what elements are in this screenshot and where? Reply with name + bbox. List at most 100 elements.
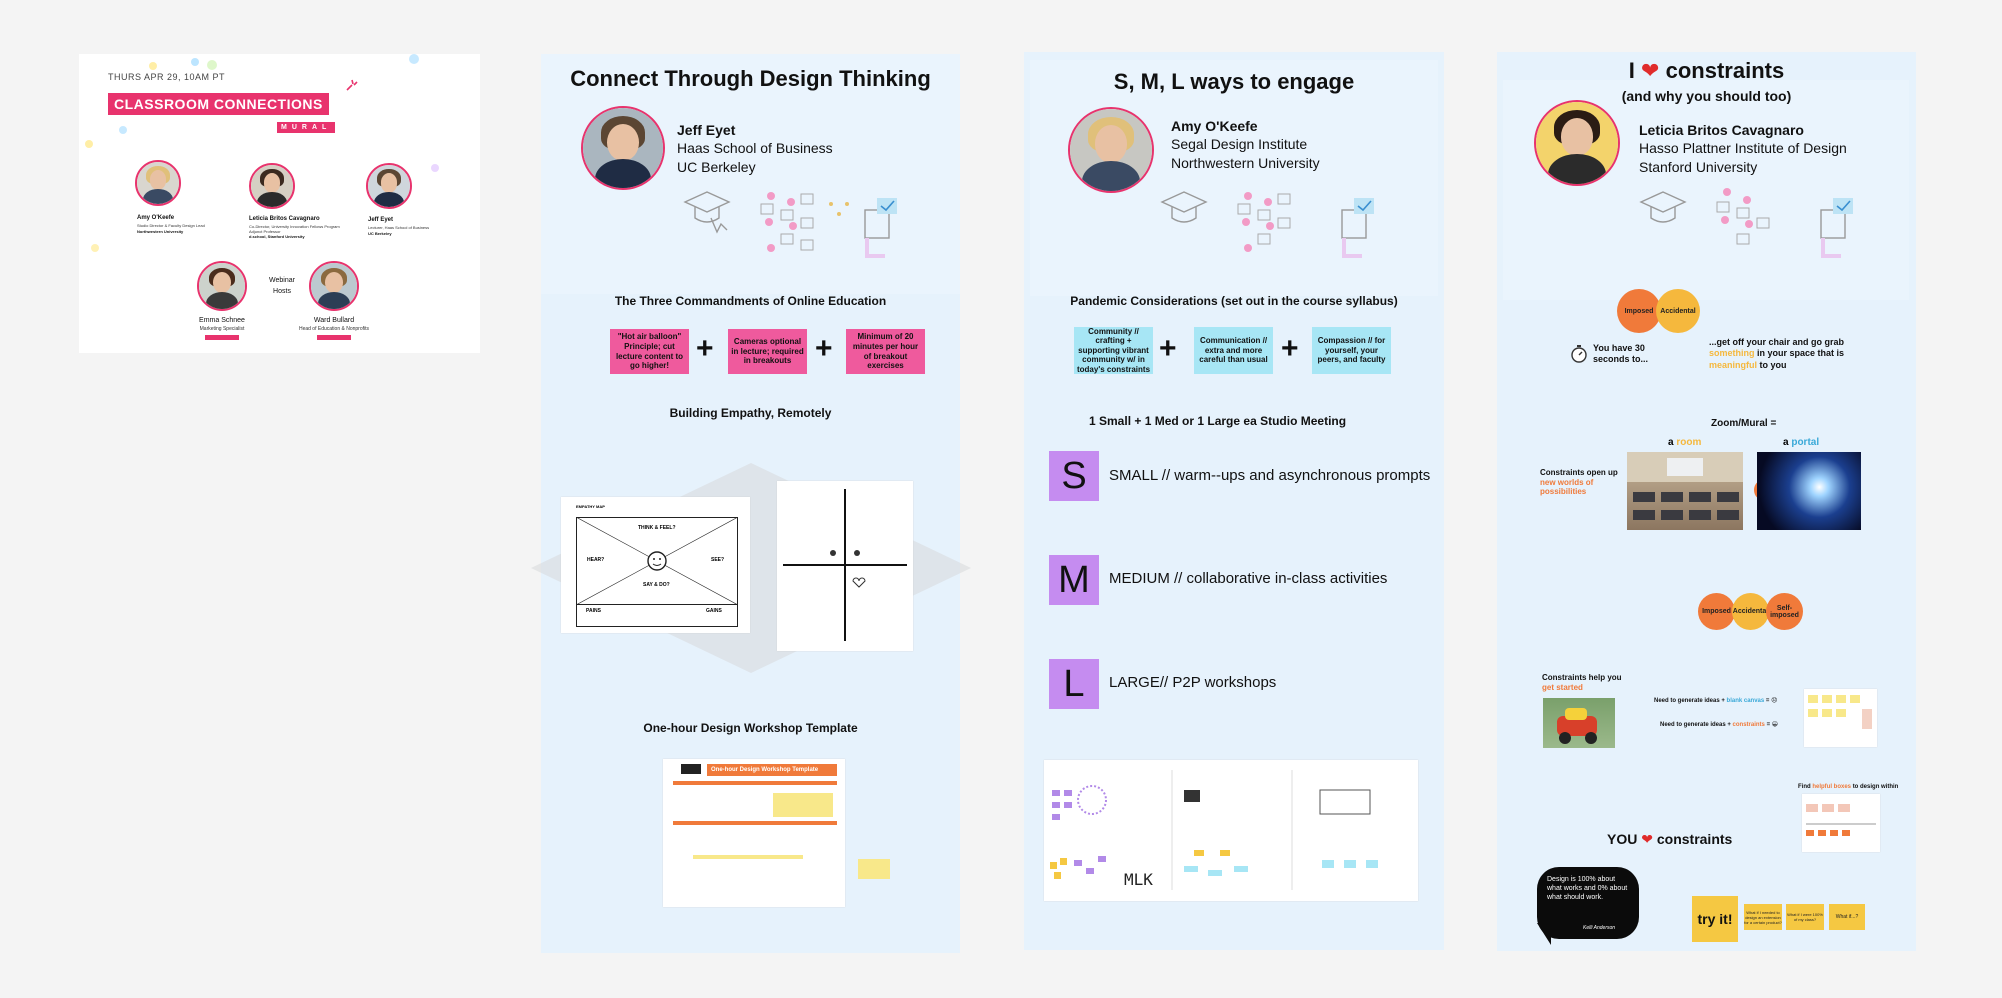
heart-icon: ❤ — [1641, 831, 1653, 847]
panelist-leticia-line1: Co-Director, University Innovation Fello… — [249, 224, 340, 229]
empathy-hear: HEAR? — [587, 557, 605, 563]
stopwatch-icon — [1570, 344, 1588, 364]
prompt-sticky-1[interactable]: What if I needed to design an extension … — [1744, 904, 1782, 930]
empathy-map-grid — [575, 516, 739, 606]
panelist-leticia-line3: d.school, Stanford University — [249, 234, 305, 239]
avatar-jeff-eyet-large — [581, 106, 665, 190]
sparkle-icon — [345, 78, 359, 92]
find-boxes-text: Find helpful boxes to design within — [1798, 784, 1898, 790]
size-text-s: SMALL // warm--ups and asynchronous prom… — [1109, 467, 1431, 484]
workshop-sticky-note — [858, 859, 890, 879]
host-emma-name: Emma Schnee — [199, 317, 245, 324]
frame1-title: Connect Through Design Thinking — [570, 66, 931, 91]
avatar-ward-bullard — [309, 261, 359, 311]
frame-design-thinking[interactable]: Connect Through Design Thinking Jeff Eye… — [531, 54, 971, 953]
empathy-title: Building Empathy, Remotely — [669, 406, 832, 420]
size-badge-s: S — [1049, 451, 1099, 501]
host-ward-name: Ward Bullard — [313, 317, 355, 324]
venn2-imposed: Imposed — [1698, 593, 1735, 630]
workshop-stickies — [693, 855, 803, 859]
frame-sml-ways[interactable]: S, M, L ways to engage Amy O'Keefe Segal… — [1024, 52, 1444, 950]
empathy-think: THINK & FEEL? — [638, 525, 676, 531]
plus-icon: + — [1159, 332, 1177, 365]
commandment-1[interactable]: "Hot air balloon" Principle; cut lecture… — [610, 329, 689, 374]
empathy-pains: PAINS — [586, 608, 601, 614]
commandment-3[interactable]: Minimum of 20 minutes per hour of breako… — [846, 329, 925, 374]
frame3-title-pre: I — [1628, 58, 1635, 83]
a-portal-word: portal — [1791, 437, 1820, 448]
kid-car-photo — [1543, 698, 1615, 748]
size-badge-l: L — [1049, 659, 1099, 709]
frame3-speaker-line1: Hasso Plattner Institute of Design — [1639, 140, 1847, 156]
studio-meeting-title: 1 Small + 1 Med or 1 Large ea Studio Mee… — [1089, 414, 1347, 428]
helpful-boxes-thumbnail[interactable] — [1802, 794, 1880, 852]
host-emma-badge — [205, 335, 239, 340]
need1-hl: blank canvas — [1726, 698, 1765, 704]
need1-post: = 😞 — [1765, 698, 1778, 704]
panelist-jeff-name: Jeff Eyet — [368, 217, 394, 223]
board-miniature — [1050, 770, 1378, 890]
frame3-speaker-line2: Stanford University — [1639, 159, 1758, 175]
a-room-word: room — [1676, 437, 1702, 448]
prompt-sticky-2[interactable]: What if I were 100% of my class? — [1786, 904, 1824, 930]
empathy-gains: GAINS — [706, 608, 722, 614]
panelist-jeff-line1: Lecturer, Haas School of Business — [368, 225, 430, 230]
you-pre: YOU — [1607, 831, 1638, 847]
workshop-template-card[interactable]: One-hour Design Workshop Template — [663, 759, 890, 907]
getoff-meaningful: meaningful — [1709, 359, 1758, 370]
plus-icon: + — [1281, 332, 1299, 365]
venn2-accidental: Accidental — [1732, 593, 1769, 630]
consideration-communication[interactable]: Communication // extra and more careful … — [1194, 327, 1273, 374]
consideration-community[interactable]: Community // crafting + supporting vibra… — [1074, 327, 1153, 374]
a-portal-label: a portal — [1783, 437, 1819, 448]
event-card[interactable]: THURS APR 29, 10AM PT CLASSROOM CONNECTI… — [79, 54, 480, 353]
idea-board-thumbnail[interactable] — [1804, 689, 1877, 747]
education-illustration — [1158, 174, 1398, 274]
empathy-see: SEE? — [711, 557, 725, 563]
commandment-2[interactable]: Cameras optional in lecture; required in… — [728, 329, 807, 374]
size-badge-m: M — [1049, 555, 1099, 605]
education-illustration — [1637, 174, 1877, 274]
find-pre: Find — [1798, 784, 1811, 790]
pandemic-title: Pandemic Considerations (set out in the … — [1070, 294, 1398, 308]
mlk-board-thumbnail[interactable]: MLK — [1044, 760, 1418, 901]
empathy-map-header: EMPATHY MAP — [576, 504, 605, 509]
quote-author: Kelli Anderson — [1583, 925, 1616, 931]
find-hl: helpful boxes — [1812, 784, 1852, 790]
need2-pre: Need to generate ideas + — [1660, 722, 1731, 728]
frame-constraints[interactable]: I ❤ constraints (and why you should too)… — [1497, 52, 1916, 951]
commandments-title: The Three Commandments of Online Educati… — [614, 294, 887, 308]
heart-icon: ❤ — [1641, 58, 1660, 83]
consideration-compassion[interactable]: Compassion // for yourself, your peers, … — [1312, 327, 1391, 374]
classroom-photo — [1627, 452, 1743, 530]
avatar-leticia — [249, 163, 295, 209]
portal-photo — [1757, 452, 1861, 530]
bubble-tail — [1537, 923, 1551, 945]
avatar-jeff-eyet — [366, 163, 412, 209]
getoff-part1: ...get off your chair and go grab — [1709, 337, 1845, 347]
empathy-map-card[interactable]: EMPATHY MAP THINK & FEEL? HEAR? SEE? SAY… — [561, 497, 750, 633]
venn2-self-imposed: Self-imposed — [1766, 593, 1803, 630]
need2-post: = 😀 — [1766, 722, 1778, 728]
prompt-sticky-3[interactable]: What if...? — [1829, 904, 1865, 930]
timer-text: You have 30 seconds to... — [1593, 343, 1649, 364]
empathy-bottom-rect — [576, 605, 738, 627]
avatar-amy-okeefe-large — [1068, 107, 1154, 193]
need1-pre: Need to generate ideas + — [1654, 698, 1725, 704]
workshop-bar — [673, 821, 837, 825]
getoff-part3: to you — [1759, 359, 1787, 370]
mlk-label: MLK — [1124, 870, 1153, 889]
event-title: CLASSROOM CONNECTIONS — [108, 93, 329, 115]
need-generate-1: Need to generate ideas + blank canvas = … — [1654, 697, 1777, 704]
workshop-card-title: One-hour Design Workshop Template — [707, 764, 837, 776]
a-room-label: a room — [1668, 437, 1701, 448]
panelist-leticia-line2: Adjunct Professor — [249, 229, 281, 234]
quote-text: Design is 100% about what works and 0% a… — [1547, 876, 1628, 901]
size-text-l: LARGE// P2P workshops — [1109, 674, 1277, 691]
avatar-emma-schnee — [197, 261, 247, 311]
try-it-sticky[interactable]: try it! — [1692, 896, 1738, 942]
getoff-part2: in your space that is — [1757, 348, 1845, 359]
getoff-something: something — [1709, 348, 1755, 359]
quadrant-card[interactable] — [777, 481, 913, 651]
frame1-speaker-line2: UC Berkeley — [677, 159, 756, 175]
